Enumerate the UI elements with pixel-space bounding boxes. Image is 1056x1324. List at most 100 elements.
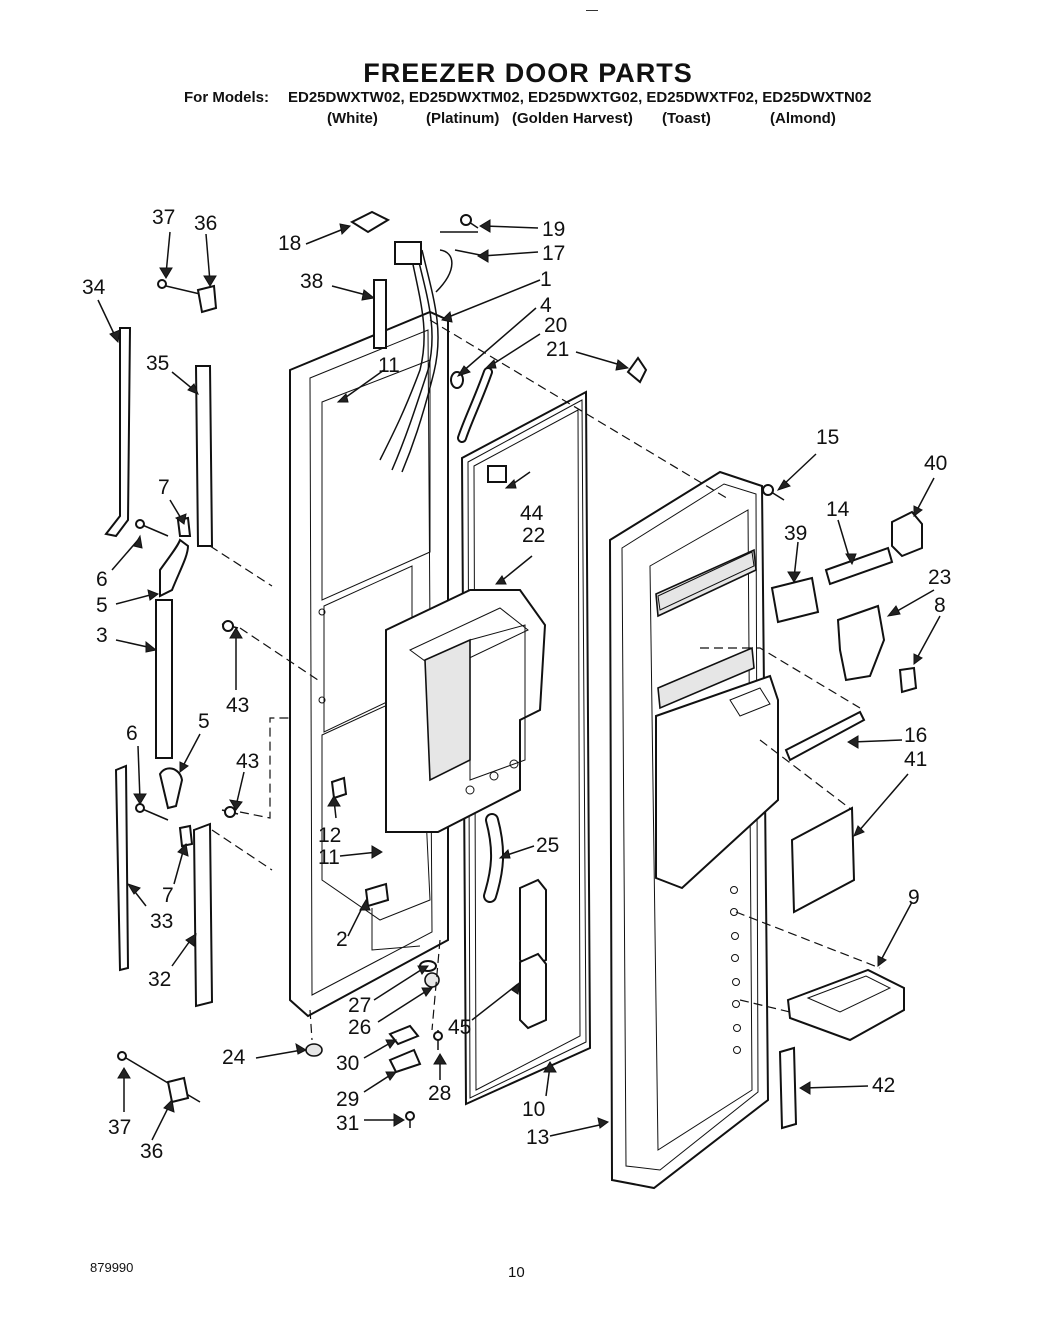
callout-24: 24 (222, 1046, 246, 1069)
callout-7-upper: 7 (158, 476, 170, 499)
callout-10: 10 (522, 1098, 545, 1121)
part-5-hinge-lower (158, 767, 184, 810)
callout-8: 8 (934, 594, 946, 617)
callout-35: 35 (146, 352, 169, 375)
callout-37-top: 37 (152, 206, 175, 229)
part-14-bracket (824, 546, 894, 586)
part-3-tube (155, 599, 173, 759)
part-18-clip (349, 210, 391, 234)
color-golden-harvest: (Golden Harvest) (512, 110, 633, 127)
part-42-bracket (778, 1046, 798, 1130)
callout-15: 15 (816, 426, 839, 449)
callout-23: 23 (928, 566, 951, 589)
part-2-latch (364, 882, 421, 951)
callout-27: 27 (348, 994, 371, 1017)
screw-6-upper (135, 519, 169, 537)
dispenser-holes (730, 886, 741, 1054)
color-white: (White) (327, 110, 378, 127)
part-21-cap (626, 356, 648, 384)
leader-lines (97, 219, 941, 1141)
part-36-37-top (157, 279, 218, 314)
callout-14: 14 (826, 498, 850, 521)
wire-harness (379, 231, 481, 473)
part-12-clip (330, 776, 348, 800)
callout-1: 1 (540, 268, 552, 291)
callout-42: 42 (872, 1074, 895, 1097)
callout-numbers: 1 2 3 4 5 5 6 6 7 7 8 9 10 11 11 12 13 1… (82, 206, 951, 1163)
models-list: ED25DWXTW02, ED25DWXTM02, ED25DWXTG02, E… (288, 89, 872, 106)
part-36-37-bottom (117, 1051, 201, 1104)
page-number: 10 (508, 1264, 525, 1281)
callout-6-lower: 6 (126, 722, 138, 745)
callout-4: 4 (540, 294, 552, 317)
part-23-chute (836, 604, 886, 682)
color-platinum: (Platinum) (426, 110, 500, 127)
callout-45: 45 (448, 1016, 471, 1039)
callout-26: 26 (348, 1016, 371, 1039)
part-24-foot (305, 1043, 323, 1057)
callout-37-bottom: 37 (108, 1116, 131, 1139)
part-9-drip-tray (786, 968, 905, 1042)
scan-mark (586, 10, 598, 11)
callout-34: 34 (82, 276, 106, 299)
callout-3: 3 (96, 624, 108, 647)
part-34-strip (104, 327, 132, 538)
callout-43-lower: 43 (236, 750, 259, 773)
part-40-switch (891, 510, 923, 558)
callout-25: 25 (536, 834, 559, 857)
screw-43-lower (221, 806, 239, 818)
document-code: 879990 (90, 1260, 134, 1275)
callout-31: 31 (336, 1112, 359, 1135)
callout-36-bottom: 36 (140, 1140, 163, 1163)
models-line: For Models: ED25DWXTW02, ED25DWXTM02, ED2… (184, 89, 871, 106)
screw-6-lower (135, 803, 169, 821)
callout-18: 18 (278, 232, 301, 255)
part-33-strip (114, 764, 130, 972)
color-toast: (Toast) (662, 110, 711, 127)
callout-29: 29 (336, 1088, 359, 1111)
part-22-duct (385, 589, 547, 833)
callout-44: 44 (520, 502, 544, 525)
callout-11-upper: 11 (378, 354, 400, 377)
part-5-hinge-upper (159, 538, 190, 598)
part-39-lever (770, 576, 820, 624)
models-label: For Models: (184, 89, 269, 106)
callout-5-upper: 5 (96, 594, 108, 617)
callout-2: 2 (336, 928, 348, 951)
callout-28: 28 (428, 1082, 451, 1105)
callout-5-lower: 5 (198, 710, 210, 733)
callout-11-lower: 11 (318, 846, 340, 869)
callout-20: 20 (544, 314, 567, 337)
part-8-clip (898, 666, 918, 694)
part-4-bumper (450, 371, 464, 389)
callout-19: 19 (542, 218, 565, 241)
callout-41: 41 (904, 748, 927, 771)
door-gasket (460, 390, 592, 1106)
callout-7-lower: 7 (162, 884, 174, 907)
callout-38: 38 (300, 270, 323, 293)
callout-30: 30 (336, 1052, 359, 1075)
screw-19 (460, 214, 479, 229)
callout-21: 21 (546, 338, 569, 361)
callout-43-upper: 43 (226, 694, 249, 717)
rod-38 (373, 279, 387, 349)
callout-17: 17 (542, 242, 565, 265)
screw-15 (762, 484, 785, 501)
part-16-rail (784, 710, 866, 762)
part-13-dispenser-panel (608, 470, 779, 1190)
alignment-lines (209, 319, 881, 1041)
callout-32: 32 (148, 968, 171, 991)
callout-39: 39 (784, 522, 807, 545)
callout-22: 22 (522, 524, 545, 547)
door-panel (289, 310, 449, 1018)
callout-6-upper: 6 (96, 568, 108, 591)
page-title: FREEZER DOOR PARTS (363, 58, 693, 88)
part-35-bar (194, 365, 214, 547)
part-44-clip (487, 465, 507, 483)
callout-9: 9 (908, 886, 920, 909)
color-almond: (Almond) (770, 110, 836, 127)
part-45-strips (519, 878, 547, 1030)
callout-36-top: 36 (194, 212, 217, 235)
part-7-clip-lower (178, 824, 194, 848)
callout-12: 12 (318, 824, 341, 847)
